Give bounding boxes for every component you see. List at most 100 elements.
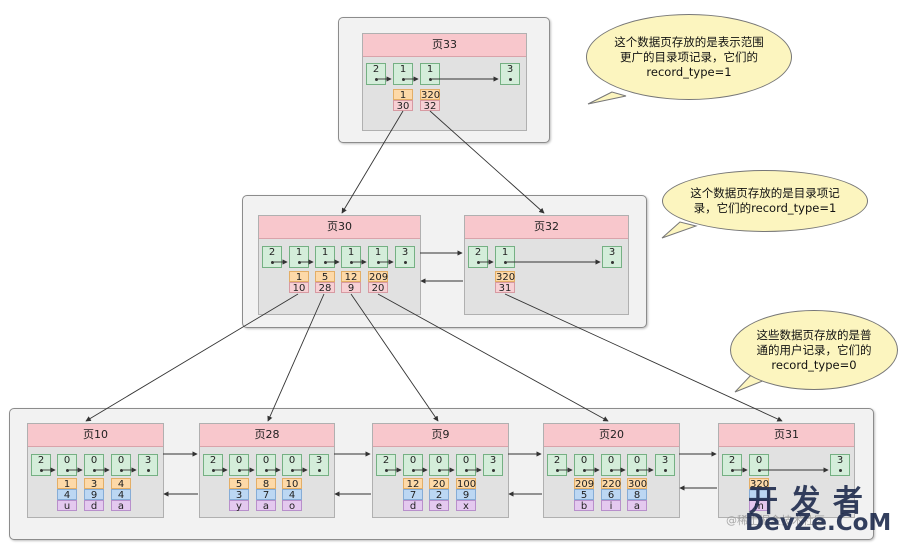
- entry-page-number: 32: [420, 100, 440, 112]
- user-record-col1: 7: [403, 489, 423, 501]
- entry-key: 12: [341, 271, 361, 283]
- user-record-col2: e: [429, 500, 449, 512]
- page-9-title: 页9: [373, 424, 508, 447]
- page-10-record: 0: [84, 454, 104, 476]
- page-10-record: 0: [57, 454, 77, 476]
- page-32-record: 3: [602, 246, 622, 268]
- user-record-col2: u: [57, 500, 77, 512]
- page-20-record: 2: [547, 454, 567, 476]
- page-20-record: 0: [601, 454, 621, 476]
- page-31-record: 3: [830, 454, 850, 476]
- page-31-record: 0: [749, 454, 769, 476]
- user-record-key: 8: [256, 478, 276, 490]
- page-30-record: 1: [341, 246, 361, 268]
- user-record-col1: 8: [627, 489, 647, 501]
- user-record-key: 12: [403, 478, 423, 490]
- page-9-record: 0: [403, 454, 423, 476]
- user-record-col1: 5: [574, 489, 594, 501]
- watermark-community-text: @稀土掘金技术社区: [726, 514, 825, 527]
- user-record-key: 1: [57, 478, 77, 490]
- page-20-record: 3: [655, 454, 675, 476]
- page-9-record: 3: [483, 454, 503, 476]
- user-record-col1: 9: [84, 489, 104, 501]
- user-record-col1: 4: [57, 489, 77, 501]
- user-record-col2: o: [282, 500, 302, 512]
- page-28-record: 3: [309, 454, 329, 476]
- user-record-col2: a: [111, 500, 131, 512]
- page-30-record: 1: [315, 246, 335, 268]
- page-33-record: 1: [420, 63, 440, 85]
- user-record-key: 320: [749, 478, 770, 490]
- user-record-col2: a: [627, 500, 647, 512]
- page-33-record: 2: [366, 63, 386, 85]
- user-record-key: 5: [229, 478, 249, 490]
- user-record-col2: y: [229, 500, 249, 512]
- page-30-record: 3: [395, 246, 415, 268]
- user-record-col2: x: [456, 500, 476, 512]
- page-33-title: 页33: [363, 34, 526, 57]
- watermark-logo-domain: DevZe.CoM: [745, 510, 892, 536]
- page-28-title: 页28: [200, 424, 334, 447]
- user-record-col1: 3: [229, 489, 249, 501]
- page-20-record: 0: [627, 454, 647, 476]
- user-record-col2: m: [749, 500, 769, 512]
- user-record-col1: 6: [601, 489, 621, 501]
- entry-key: 320: [495, 271, 516, 283]
- user-record-col1: 4: [282, 489, 302, 501]
- page-33: 页33: [362, 33, 527, 131]
- user-record-key: 100: [456, 478, 477, 490]
- user-record-col2: b: [574, 500, 594, 512]
- page-10-record: 2: [31, 454, 51, 476]
- user-record-key: 220: [601, 478, 622, 490]
- page-28-record: 0: [229, 454, 249, 476]
- entry-page-number: 31: [495, 282, 515, 294]
- watermark-logo-text: 开 发 者: [748, 484, 864, 519]
- user-record-col1: 7: [256, 489, 276, 501]
- user-record-col2: a: [256, 500, 276, 512]
- page-28-record: 0: [256, 454, 276, 476]
- user-record-key: 20: [429, 478, 449, 490]
- entry-page-number: 28: [315, 282, 335, 294]
- page-20-record: 0: [574, 454, 594, 476]
- page-9-record: 0: [456, 454, 476, 476]
- page-30-record: 1: [368, 246, 388, 268]
- entry-page-number: 30: [393, 100, 413, 112]
- page-32: 页32: [464, 215, 629, 315]
- page-32-title: 页32: [465, 216, 628, 239]
- user-record-key: 3: [84, 478, 104, 490]
- page-30-record: 1: [289, 246, 309, 268]
- page-31-record: 2: [722, 454, 742, 476]
- entry-page-number: 10: [289, 282, 309, 294]
- middle-level-note: 这个数据页存放的是目录项记录，它们的record_type=1: [662, 170, 868, 232]
- entry-key: 1: [289, 271, 309, 283]
- page-10-record: 3: [138, 454, 158, 476]
- page-9-record: 0: [429, 454, 449, 476]
- user-record-col2: d: [403, 500, 423, 512]
- user-record-col1: 9: [456, 489, 476, 501]
- entry-key: 320: [420, 89, 441, 101]
- user-record-col1: 4: [111, 489, 131, 501]
- entry-page-number: 9: [341, 282, 361, 294]
- user-record-key: 10: [282, 478, 302, 490]
- user-record-key: 4: [111, 478, 131, 490]
- page-28-record: 0: [282, 454, 302, 476]
- page-10-record: 0: [111, 454, 131, 476]
- entry-key: 5: [315, 271, 335, 283]
- entry-page-number: 20: [368, 282, 388, 294]
- page-32-record: 1: [495, 246, 515, 268]
- page-31-title: 页31: [719, 424, 854, 447]
- user-record-col1: [749, 489, 769, 500]
- user-record-key: 300: [627, 478, 648, 490]
- page-30-record: 2: [262, 246, 282, 268]
- page-30-title: 页30: [259, 216, 420, 239]
- page-33-record: 1: [393, 63, 413, 85]
- entry-key: 1: [393, 89, 413, 101]
- user-record-col2: d: [84, 500, 104, 512]
- page-9-record: 2: [376, 454, 396, 476]
- entry-key: 209: [368, 271, 389, 283]
- user-record-col1: 2: [429, 489, 449, 501]
- page-28-record: 2: [203, 454, 223, 476]
- user-record-key: 209: [574, 478, 595, 490]
